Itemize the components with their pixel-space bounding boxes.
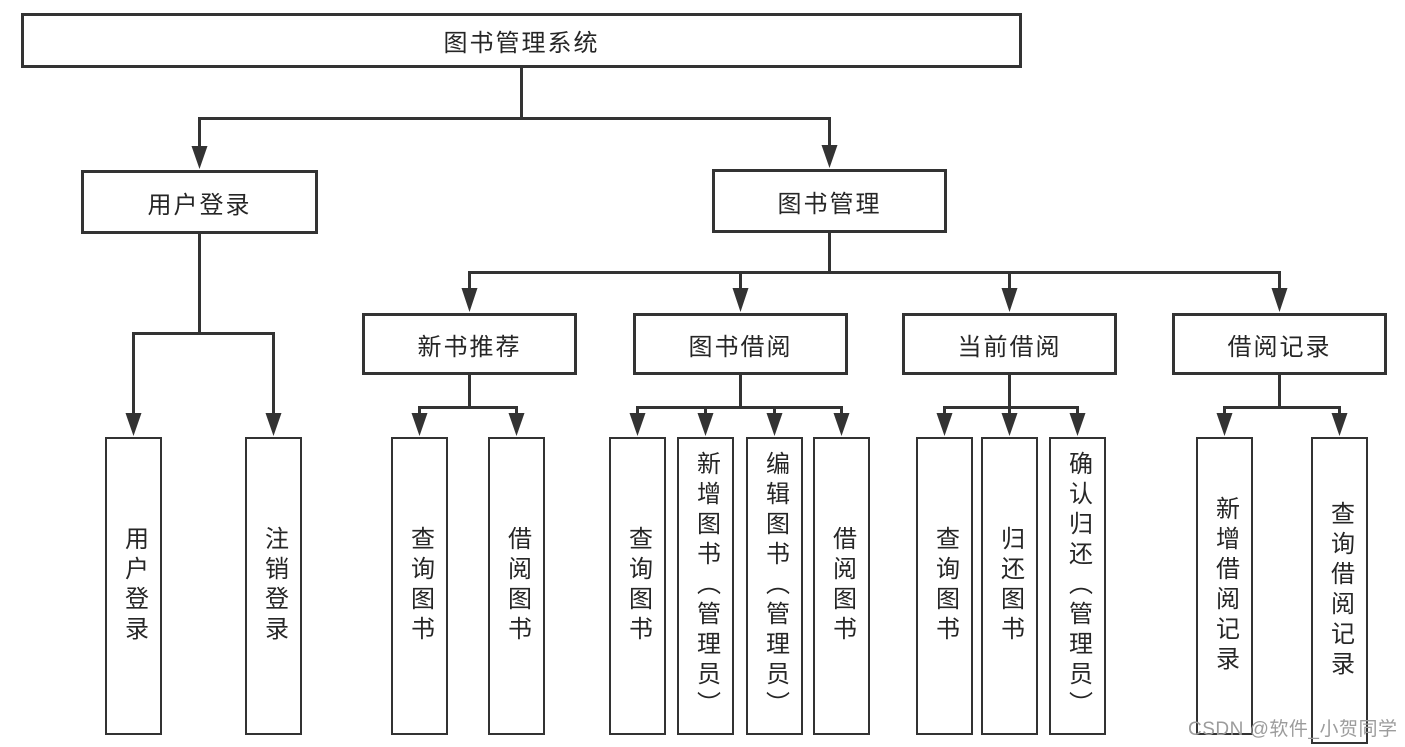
node-book-management: 图书管理 [712, 169, 947, 233]
node-root: 图书管理系统 [21, 13, 1022, 68]
leaf-query-books-borrow: 查询图书 [609, 437, 666, 735]
node-book-borrow: 图书借阅 [633, 313, 848, 375]
leaf-logout: 注销登录 [245, 437, 302, 735]
leaf-query-books-recommend: 查询图书 [391, 437, 448, 735]
leaf-return-book: 归还图书 [981, 437, 1038, 735]
leaf-query-borrow-record: 查询借阅记录 [1311, 437, 1368, 744]
node-new-book-recommend: 新书推荐 [362, 313, 577, 375]
leaf-add-book-admin: 新增图书（管理员） [677, 437, 734, 735]
leaf-confirm-return-admin: 确认归还（管理员） [1049, 437, 1106, 735]
leaf-add-borrow-record: 新增借阅记录 [1196, 437, 1253, 735]
node-current-borrow: 当前借阅 [902, 313, 1117, 375]
leaf-query-books-current: 查询图书 [916, 437, 973, 735]
node-user-login: 用户登录 [81, 170, 318, 234]
leaf-borrow-books: 借阅图书 [813, 437, 870, 735]
watermark: CSDN @软件_小贺同学 [1188, 719, 1398, 740]
leaf-user-login: 用户登录 [105, 437, 162, 735]
leaf-edit-book-admin: 编辑图书（管理员） [746, 437, 803, 735]
node-borrow-records: 借阅记录 [1172, 313, 1387, 375]
leaf-borrow-books-recommend: 借阅图书 [488, 437, 545, 735]
